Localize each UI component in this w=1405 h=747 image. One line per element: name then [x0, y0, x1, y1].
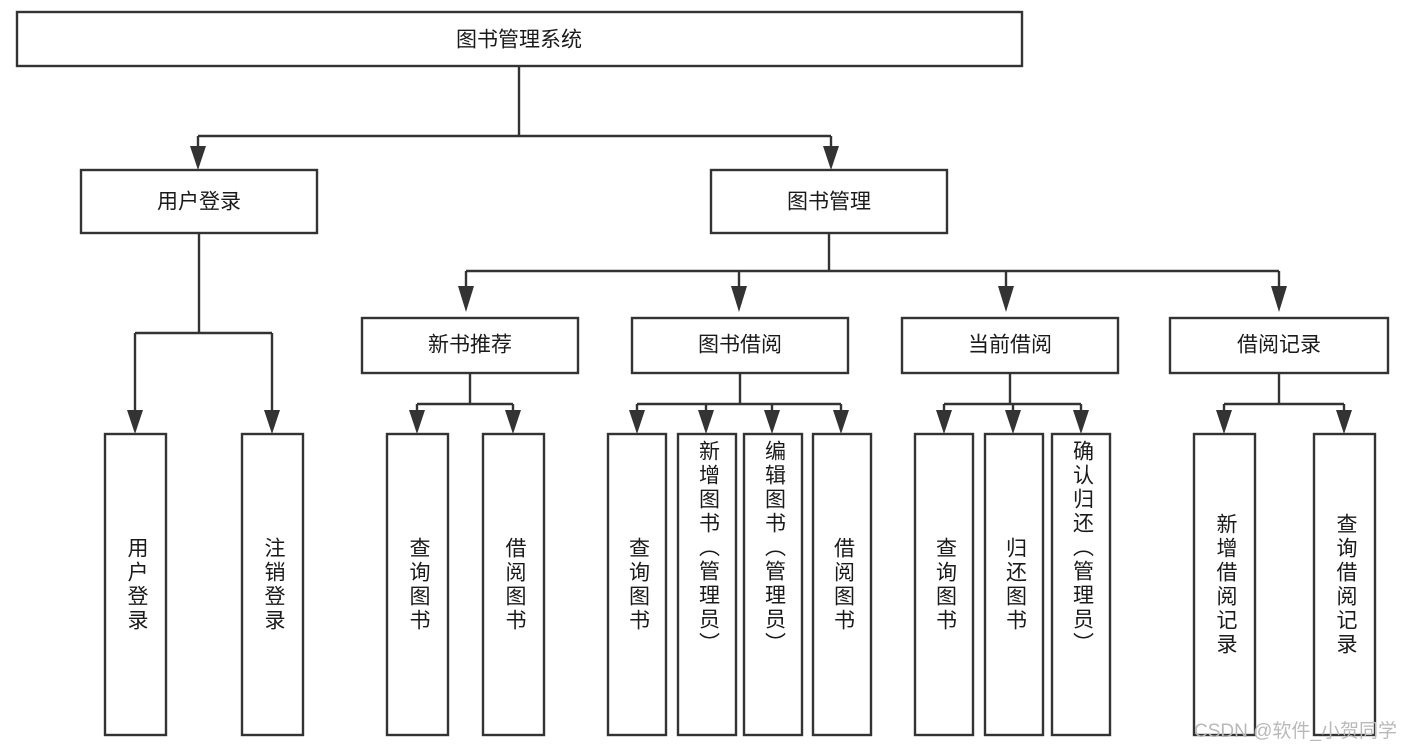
leaf-box-current-borrow-2[interactable]: [983, 432, 1045, 737]
new-book-recommend-box: [360, 316, 580, 375]
current-borrow-box: [900, 316, 1120, 375]
new-book-recommend-label: 新书推荐: [428, 334, 512, 357]
connector-user-login-to-leaves: [127, 233, 280, 434]
leaf-box-user-login-2[interactable]: [240, 432, 305, 737]
leaf-box-new-book-1[interactable]: [385, 432, 450, 737]
leaf-box-book-borrow-2[interactable]: [676, 432, 738, 737]
arrow-head-new-book: [458, 286, 474, 312]
leaf-box-borrow-record-1[interactable]: [1192, 432, 1257, 737]
root-label: 图书管理系统: [456, 29, 582, 52]
arrow-head-current-borrow: [998, 286, 1014, 312]
connector-root-to-level1: [190, 66, 839, 170]
user-login-label: 用户登录: [157, 191, 241, 214]
arrow-head-book-borrow: [731, 286, 747, 312]
book-borrow-label: 图书借阅: [698, 334, 782, 357]
leaf-box-current-borrow-3[interactable]: [1050, 432, 1112, 737]
arrow-head-leaf-user-login-1: [127, 410, 143, 434]
leaf-box-new-book-2[interactable]: [481, 432, 546, 737]
arrow-head-book-manage: [823, 146, 839, 170]
leaf-box-book-borrow-1[interactable]: [606, 432, 668, 737]
connector-book-manage-to-level2: [458, 233, 1287, 312]
leaf-box-book-borrow-4[interactable]: [811, 432, 873, 737]
node-new-book-recommend[interactable]: 新书推荐: [360, 316, 580, 375]
csdn-watermark: CSDN @软件_小贺同学: [1194, 721, 1397, 742]
node-borrow-record[interactable]: 借阅记录: [1168, 316, 1390, 375]
arrow-head-leaf-user-login-2: [264, 410, 280, 434]
leaf-box-current-borrow-1[interactable]: [913, 432, 975, 737]
arrow-head-user-login: [190, 146, 206, 170]
leaf-box-book-borrow-3[interactable]: [742, 432, 804, 737]
node-book-manage[interactable]: 图书管理: [709, 168, 949, 235]
node-book-borrow[interactable]: 图书借阅: [630, 316, 850, 375]
arrow-head-borrow-record: [1271, 286, 1287, 312]
user-login-box: [79, 168, 319, 235]
current-borrow-label: 当前借阅: [968, 334, 1052, 357]
node-root[interactable]: 图书管理系统: [15, 10, 1024, 68]
connector-book-borrow-to-leaves: [629, 373, 849, 434]
connector-new-book-to-leaves: [409, 373, 521, 434]
book-manage-label: 图书管理: [787, 191, 871, 214]
borrow-record-label: 借阅记录: [1237, 334, 1321, 357]
connector-current-borrow-to-leaves: [936, 373, 1089, 434]
node-user-login[interactable]: 用户登录: [79, 168, 319, 235]
root-box: [15, 10, 1024, 68]
leaf-box-borrow-record-2[interactable]: [1312, 432, 1377, 737]
leaf-box-user-login-1[interactable]: [103, 432, 168, 737]
node-current-borrow[interactable]: 当前借阅: [900, 316, 1120, 375]
connector-borrow-record-to-leaves: [1216, 373, 1352, 434]
